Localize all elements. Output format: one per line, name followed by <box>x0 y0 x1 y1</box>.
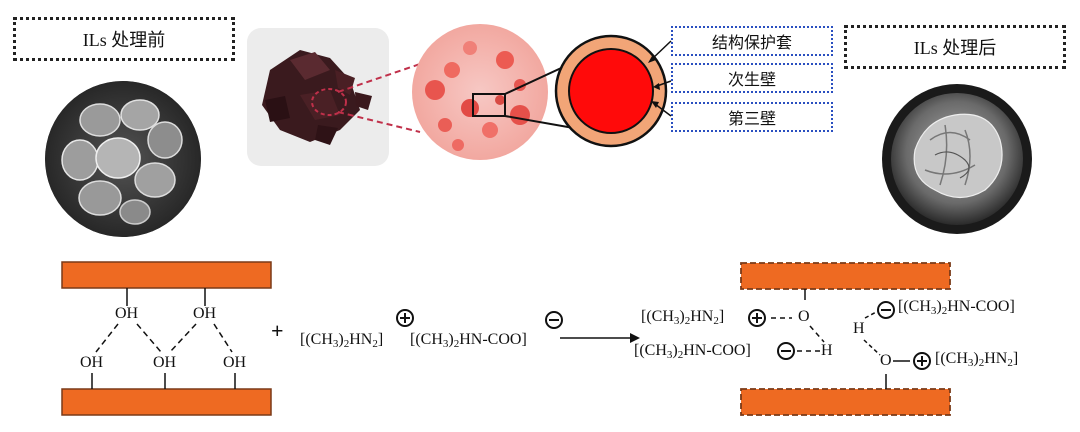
microscope-view <box>412 24 548 160</box>
h-atom-left: H <box>821 342 833 359</box>
plus-sign: + <box>271 318 284 343</box>
brown-sample-photo <box>247 28 389 166</box>
micrograph-before <box>45 81 201 237</box>
negative-charge-icon <box>777 342 795 360</box>
o-atom-top: O <box>798 308 810 325</box>
micrograph-after <box>882 84 1032 234</box>
label-after: ILs 处理后 <box>844 25 1066 69</box>
oh-label-top-left: OH <box>115 305 139 322</box>
positive-charge-icon <box>748 309 766 327</box>
h-atom-right: H <box>853 320 865 337</box>
oh-label-bottom-1: OH <box>80 354 104 371</box>
cation-formula-right-bottom: [(CH3)2HN2] <box>935 350 1019 369</box>
anion-formula: [(CH3)2HN-COO] <box>410 331 527 350</box>
left-hbond-scheme <box>61 261 272 416</box>
cation-formula: [(CH3)2HN2] <box>300 331 384 350</box>
anion-formula-right-top: [(CH3)2HN-COO] <box>898 298 1015 317</box>
label-third-wall: 第三壁 <box>671 102 833 132</box>
label-protective-sheath: 结构保护套 <box>671 26 833 56</box>
positive-charge-icon <box>396 309 414 327</box>
label-secondary-wall: 次生壁 <box>671 63 833 93</box>
label-before: ILs 处理前 <box>13 17 235 61</box>
oh-label-bottom-3: OH <box>223 354 247 371</box>
reaction-arrow <box>560 333 640 343</box>
o-atom-bottom: O <box>880 352 892 369</box>
oh-label-top-right: OH <box>193 305 217 322</box>
positive-charge-icon <box>913 352 931 370</box>
negative-charge-icon <box>545 311 563 329</box>
anion-formula-right-left: [(CH3)2HN-COO] <box>634 342 751 361</box>
cation-formula-right-top: [(CH3)2HN2] <box>641 308 725 327</box>
oh-label-bottom-2: OH <box>153 354 177 371</box>
negative-charge-icon <box>877 301 895 319</box>
cell-wall-cross-section <box>554 34 668 148</box>
right-hbond-scheme <box>740 262 951 416</box>
